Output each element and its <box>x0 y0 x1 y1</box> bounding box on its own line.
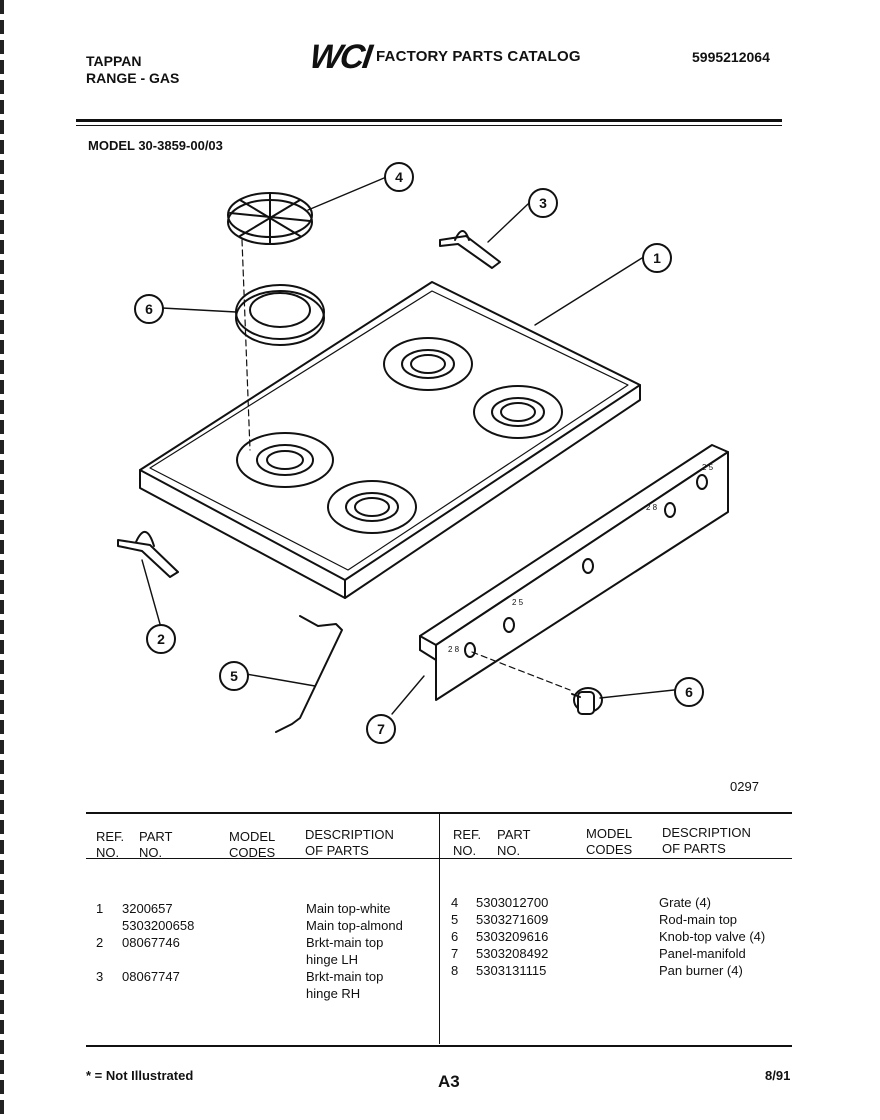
part-description: Main top-white <box>306 901 391 916</box>
brand-name: TAPPAN <box>86 53 142 69</box>
part-description: Pan burner (4) <box>659 963 743 978</box>
catalog-title: FACTORY PARTS CATALOG <box>376 48 581 65</box>
callout-3: 3 <box>528 188 558 218</box>
svg-text:2 8: 2 8 <box>646 503 658 512</box>
part-number: 5303131115 <box>476 963 547 978</box>
knob-part <box>571 687 603 715</box>
part-number: 08067747 <box>122 969 180 984</box>
part-number: 5303271609 <box>476 912 549 927</box>
exploded-parts-diagram: 2 8 2 5 2 8 2 5 <box>117 177 729 733</box>
pan-burner-part <box>235 284 325 346</box>
callout-7: 7 <box>366 714 396 744</box>
svg-text:2 8: 2 8 <box>448 645 460 654</box>
product-type: RANGE - GAS <box>86 70 180 86</box>
ref-number: 3 <box>96 969 104 984</box>
ref-number: 8 <box>451 963 459 978</box>
grate-part <box>227 192 313 245</box>
part-number: 3200657 <box>122 901 173 916</box>
not-illustrated-note: * = Not Illustrated <box>86 1068 194 1083</box>
svg-text:2 5: 2 5 <box>702 463 714 472</box>
knob-guide-line <box>471 651 571 691</box>
part-number: 5303209616 <box>476 929 549 944</box>
callout-4: 4 <box>384 162 414 192</box>
scan-edge <box>0 0 4 1120</box>
ref-number: 4 <box>451 895 459 910</box>
callout-1: 1 <box>642 243 672 273</box>
leader-lines <box>141 177 675 715</box>
ref-number: 2 <box>96 935 104 950</box>
header-rule <box>76 119 782 122</box>
part-number: 5303208492 <box>476 946 549 961</box>
callout-2: 2 <box>146 624 176 654</box>
part-description: Grate (4) <box>659 895 712 910</box>
grate-guide-line <box>241 239 251 451</box>
table-center-divider <box>439 812 440 1044</box>
part-description: Knob-top valve (4) <box>659 929 766 944</box>
callout-5: 5 <box>219 661 249 691</box>
part-description: Panel-manifold <box>659 946 746 961</box>
part-description: Brkt-main top <box>306 969 384 984</box>
part-description: Brkt-main top <box>306 935 384 950</box>
panel-markings: 2 8 2 5 2 8 2 5 <box>448 463 714 654</box>
model-number: MODEL 30-3859-00/03 <box>88 138 223 153</box>
part-description: Rod-main top <box>659 912 738 927</box>
part-description: hinge LH <box>306 952 359 967</box>
ref-number: 6 <box>451 929 459 944</box>
callout-8: 6 <box>134 294 164 324</box>
header-rule-thin <box>76 125 782 126</box>
page-number: A3 <box>438 1072 460 1091</box>
catalog-number: 5995212064 <box>692 49 770 65</box>
illustration-code: 0297 <box>730 779 759 794</box>
part-number: 5303012700 <box>476 895 549 910</box>
ref-number: 7 <box>451 946 459 961</box>
ref-number: 5 <box>451 912 459 927</box>
part-description: hinge RH <box>306 986 361 1001</box>
ref-number: 1 <box>96 901 104 916</box>
main-top-part <box>139 281 641 599</box>
callout-6: 6 <box>674 677 704 707</box>
bracket-rh-part <box>439 230 501 269</box>
svg-text:2 5: 2 5 <box>512 598 524 607</box>
header-ref-no-left: REF.NO. <box>96 829 125 860</box>
part-number: 5303200658 <box>122 918 195 933</box>
table-bottom-rule <box>86 1045 792 1047</box>
revision-date: 8/91 <box>765 1068 791 1083</box>
header-ref-no-right: REF.NO. <box>453 827 482 858</box>
bracket-lh-part <box>117 531 179 578</box>
manifold-panel-part <box>419 444 729 701</box>
rod-part <box>275 615 343 733</box>
part-description: Main top-almond <box>306 918 403 933</box>
part-number: 08067746 <box>122 935 180 950</box>
burner-openings <box>236 337 563 534</box>
